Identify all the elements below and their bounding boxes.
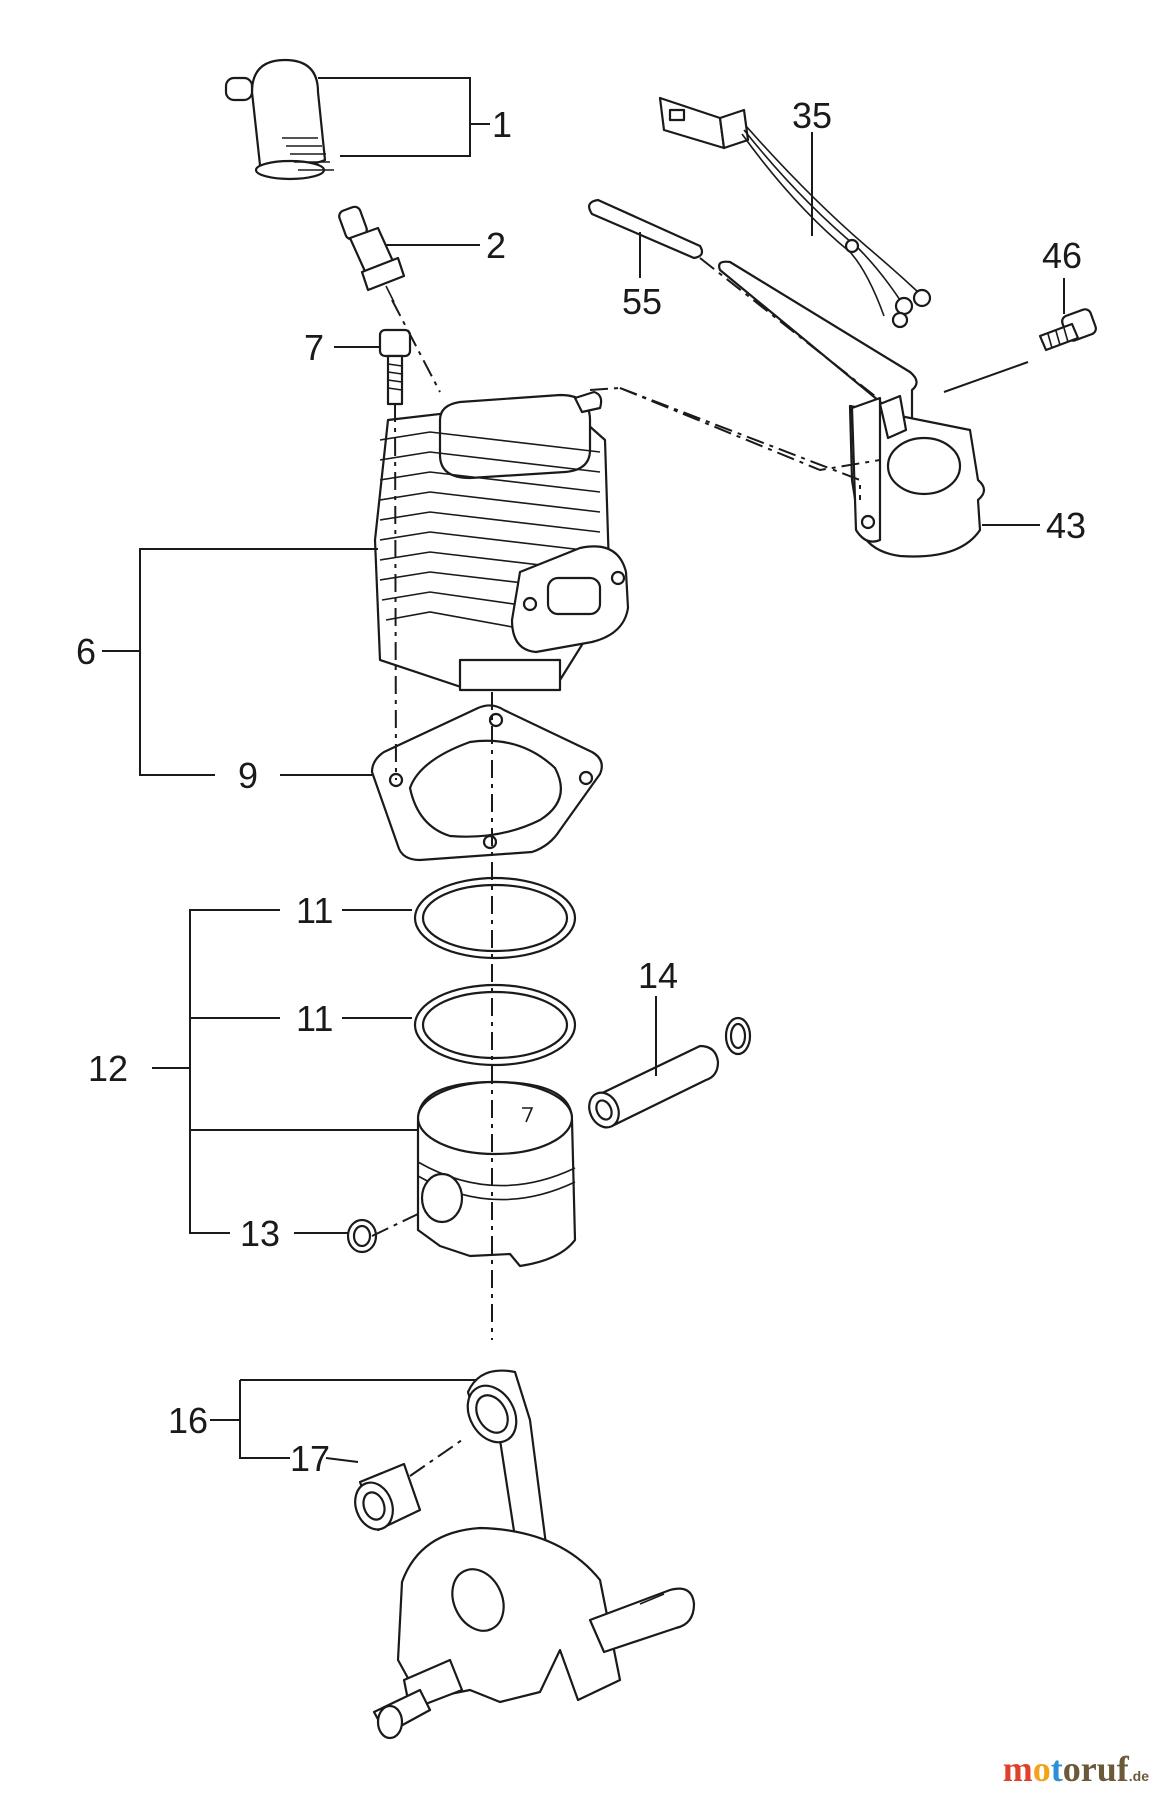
label-17: 17 <box>290 1438 330 1479</box>
watermark-letter: m <box>1002 1749 1033 1789</box>
label-6: 6 <box>76 631 96 672</box>
part-6-cylinder <box>373 390 630 692</box>
label-16: 16 <box>168 1400 208 1441</box>
label-43: 43 <box>1046 505 1086 546</box>
watermark-letter: r <box>1080 1749 1097 1789</box>
part-1-leader <box>318 77 490 157</box>
part-43-ignition-coil <box>718 260 986 558</box>
part-2-spark-plug <box>338 205 406 303</box>
part-55-tube <box>588 198 704 260</box>
part-14-piston-pin <box>588 1016 752 1129</box>
part-13-circlip <box>346 1218 378 1254</box>
callout-labels: 1 2 7 6 9 11 11 12 13 14 16 17 35 43 46 … <box>76 95 1086 1479</box>
label-12: 12 <box>88 1048 128 1089</box>
label-1: 1 <box>492 104 512 145</box>
part-16-bracket <box>210 1379 480 1459</box>
label-46: 46 <box>1042 235 1082 276</box>
part-35-wire-harness <box>658 96 932 329</box>
label-35: 35 <box>792 95 832 136</box>
crankshaft-connecting-rod <box>372 1369 696 1740</box>
label-2: 2 <box>486 225 506 266</box>
watermark-letter: u <box>1096 1749 1117 1789</box>
label-11-lower: 11 <box>296 998 333 1039</box>
motoruf-watermark: motoruf.de <box>1003 1748 1149 1790</box>
assembly-center-lines <box>371 257 881 1477</box>
label-14: 14 <box>638 955 678 996</box>
part-17-needle-bearing <box>354 1462 422 1532</box>
watermark-letter: f <box>1116 1749 1129 1789</box>
part-9-gasket <box>370 704 603 862</box>
watermark-letter: o <box>1062 1749 1081 1789</box>
label-7: 7 <box>304 327 324 368</box>
part-46-screw <box>1038 308 1097 352</box>
part-7-bolt <box>378 328 412 406</box>
watermark-suffix: .de <box>1128 1768 1149 1784</box>
label-11-upper: 11 <box>296 890 333 931</box>
watermark-letter: o <box>1032 1749 1051 1789</box>
part-11-ring-lower <box>413 983 577 1067</box>
label-9: 9 <box>238 755 258 796</box>
part-1-plug-cap <box>224 58 334 181</box>
label-13: 13 <box>240 1213 280 1254</box>
part-12-bracket <box>152 909 418 1234</box>
watermark-letter: t <box>1050 1749 1063 1789</box>
part-11-ring-upper <box>413 876 577 960</box>
piston <box>416 1080 577 1268</box>
watermark-text: motoruf <box>1003 1749 1129 1789</box>
label-55: 55 <box>622 281 662 322</box>
